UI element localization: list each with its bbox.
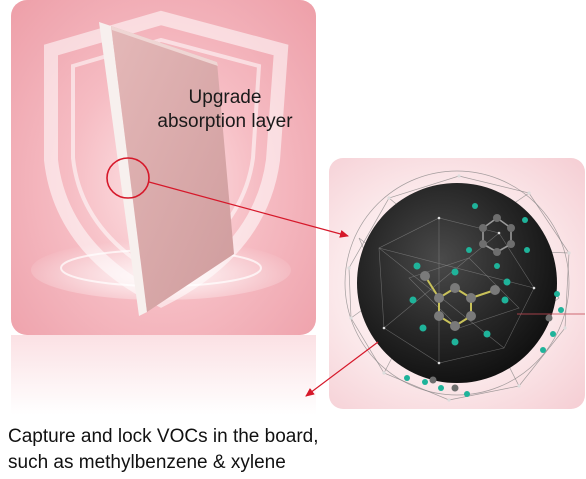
- upgrade-label-line1: Upgrade: [188, 87, 262, 108]
- caption: Capture and lock VOCs in the board, such…: [8, 424, 428, 476]
- molecule-panel: [329, 158, 585, 409]
- rim-carbon-atoms: [429, 314, 553, 392]
- board-illustration-panel: [11, 0, 316, 335]
- sphere: [357, 183, 557, 383]
- caption-line1: Capture and lock VOCs in the board,: [8, 426, 319, 447]
- caption-line2: such as methylbenzene & xylene: [8, 452, 286, 473]
- molecule-sphere-illustration: [344, 170, 585, 402]
- mesh-nodes: [347, 174, 571, 402]
- board-illustration: [31, 10, 291, 316]
- molecule-icon: [409, 262, 511, 346]
- board-reflection: [11, 335, 316, 415]
- rim-atoms: [404, 291, 564, 397]
- upgrade-label: Upgrade absorption layer: [150, 86, 300, 134]
- molecule-icon-secondary: [466, 203, 530, 269]
- upgrade-label-line2: absorption layer: [157, 111, 293, 132]
